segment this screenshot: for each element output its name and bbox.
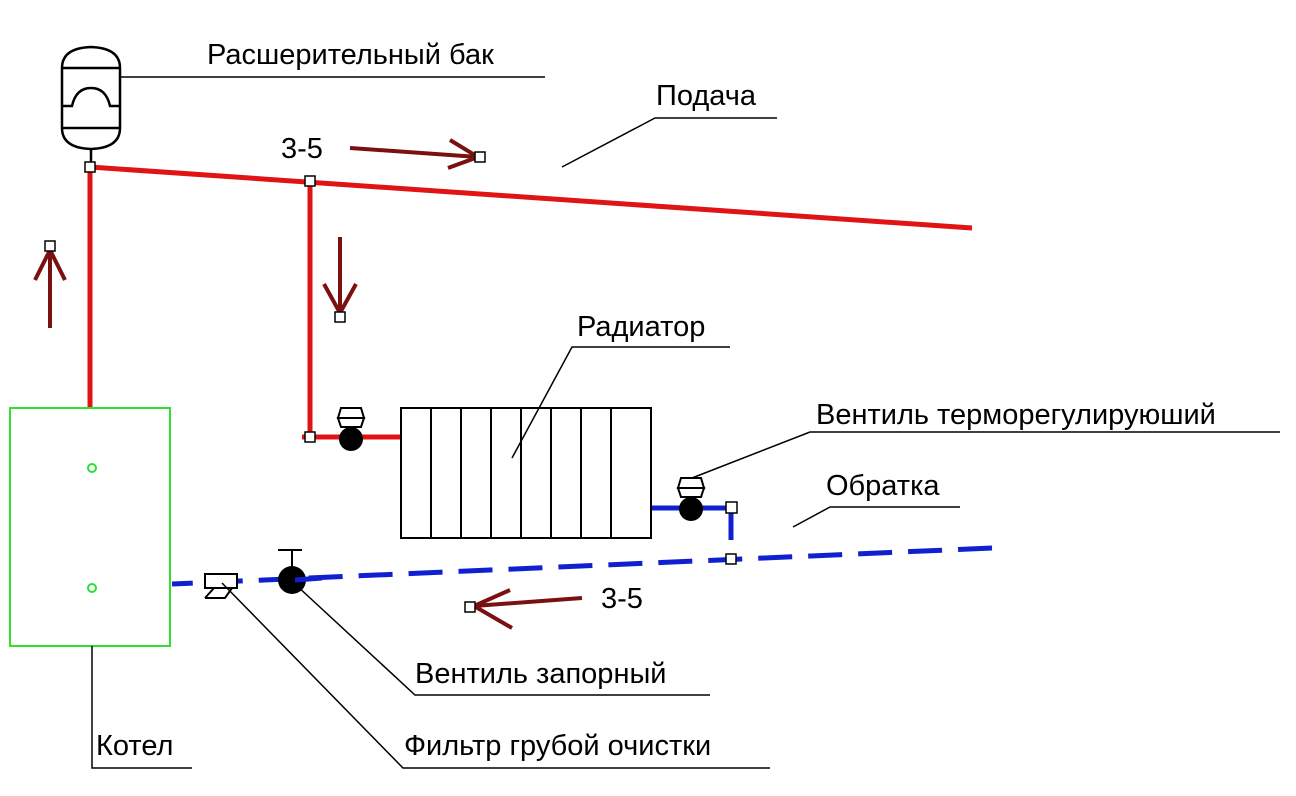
- thermostatic-valve: [676, 477, 706, 521]
- label-slope-supply: 3-5: [281, 133, 323, 165]
- supply-pipes: [87, 164, 973, 440]
- label-shutoff-valve: Вентиль запорный: [415, 658, 667, 690]
- label-return: Обратка: [826, 470, 940, 502]
- label-filter: Фильтр грубой очистки: [404, 730, 712, 762]
- supply-main-pipe: [89, 164, 973, 231]
- arrow-up-icon: [33, 245, 67, 328]
- filter-leader: [221, 582, 770, 769]
- radiator-inlet-valve: [336, 407, 366, 451]
- radiator-leader: [511, 346, 730, 459]
- label-slope-return: 3-5: [601, 583, 643, 615]
- boiler-leader: [91, 646, 192, 769]
- boiler: [9, 407, 171, 647]
- label-boiler: Котел: [96, 730, 174, 762]
- boiler-inlet: [87, 583, 97, 593]
- thermo-valve-leader: [691, 431, 1280, 479]
- arrow-down-icon: [322, 237, 358, 318]
- radiator: [400, 407, 652, 539]
- shutoff-leader: [295, 584, 710, 696]
- label-thermo-valve: Вентиль терморегулируюший: [816, 399, 1216, 431]
- label-radiator: Радиатор: [577, 311, 706, 343]
- junctions: [84, 161, 738, 565]
- expansion-tank: [60, 45, 122, 162]
- boiler-outlet: [87, 463, 97, 473]
- arrow-tips: [44, 151, 486, 613]
- shutoff-valve: [278, 549, 323, 594]
- return-leader: [792, 506, 960, 528]
- label-expansion-tank: Расшерительный бак: [207, 39, 494, 71]
- supply-leader: [561, 117, 777, 168]
- label-supply: Подача: [656, 80, 756, 112]
- arrow-left-icon: [469, 588, 583, 630]
- arrow-right-icon: [349, 138, 483, 170]
